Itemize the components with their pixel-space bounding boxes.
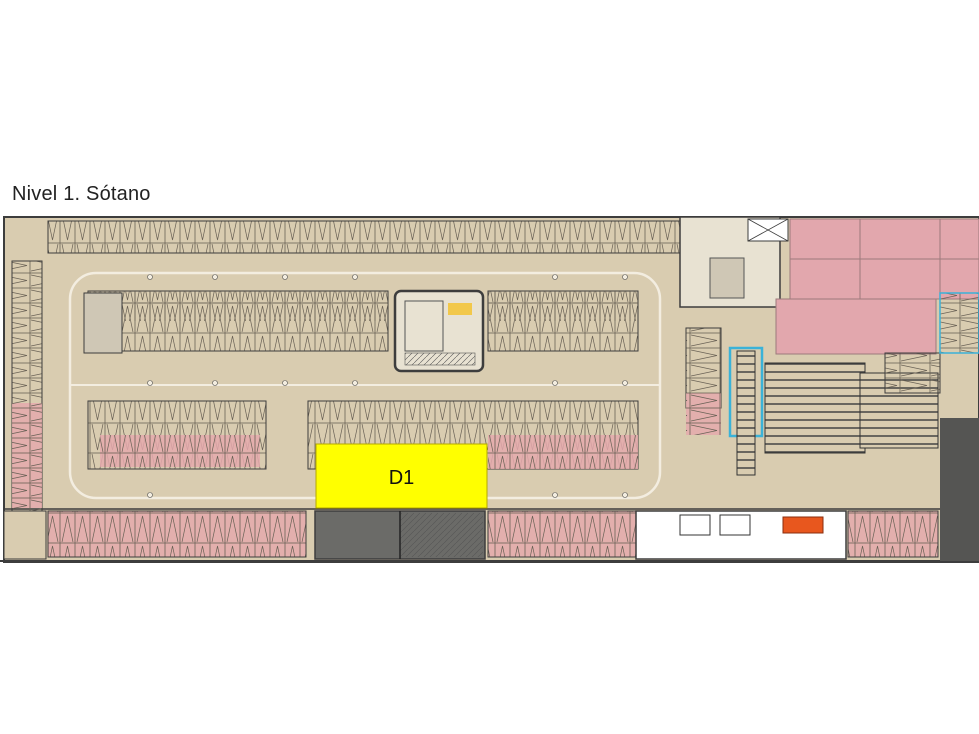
service-room [83,292,123,354]
floor-plan-map: D1 [0,216,979,563]
platform-stairs [764,362,866,454]
fire-exit-marker [782,516,824,534]
plan-title: Nivel 1. Sótano [12,183,151,205]
corner-room [3,510,47,560]
column-markers [147,274,628,498]
zone-d1 [315,443,488,509]
top-stall-row [47,220,681,254]
zone-d1-label: D1 [389,467,415,489]
dark-service-strip [940,418,979,561]
